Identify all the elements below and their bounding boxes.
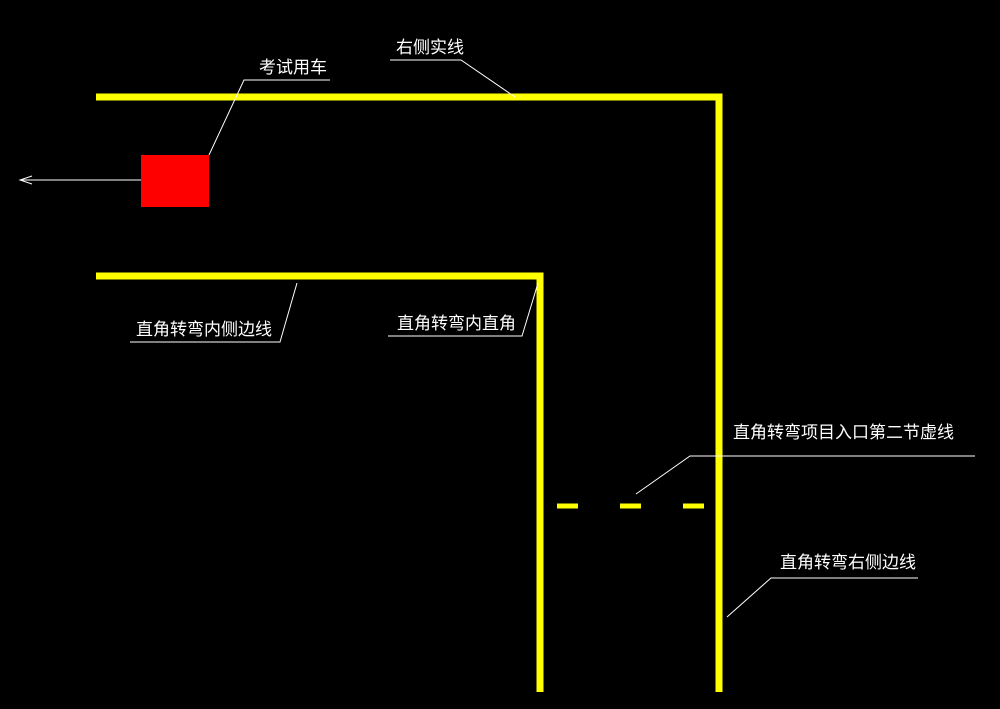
label-test-car: 考试用车	[259, 58, 327, 78]
inner-edge-line	[96, 272, 544, 692]
leader-right-solid-line	[390, 59, 516, 98]
leader-entry-dashed-line	[635, 455, 975, 495]
leader-right-edge-line	[726, 577, 918, 618]
test-car	[141, 155, 209, 207]
direction-arrow-head	[18, 175, 33, 185]
leader-inner-edge-line	[130, 282, 298, 343]
label-inner-edge-line: 直角转弯内侧边线	[136, 320, 272, 340]
label-inner-right-angle: 直角转弯内直角	[397, 314, 516, 334]
leader-inner-right-angle	[388, 282, 539, 337]
label-entry-dashed-line: 直角转弯项目入口第二节虚线	[733, 423, 954, 443]
label-right-solid-line: 右侧实线	[396, 38, 464, 58]
label-right-edge-line: 直角转弯右侧边线	[780, 553, 916, 573]
right-solid-line	[96, 93, 723, 692]
leader-test-car	[208, 79, 330, 156]
